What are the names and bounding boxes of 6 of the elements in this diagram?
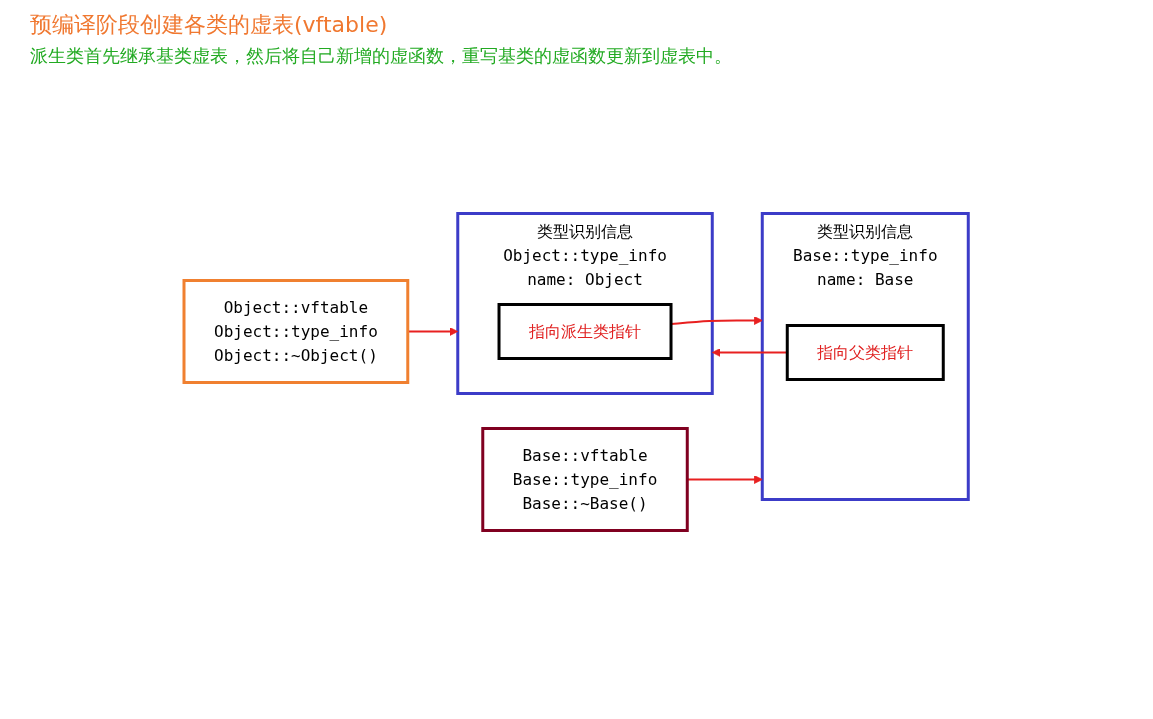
node-box: 指向派生类指针 bbox=[497, 303, 673, 360]
node-box: 指向父类指针 bbox=[786, 324, 946, 381]
node-box: Base::vftable Base::type_info Base::~Base() bbox=[481, 427, 690, 532]
node-box: Object::vftable Object::type_info Object::~Object() bbox=[182, 279, 410, 384]
note-text: 派生类首先继承基类虚表，然后将自己新增的虚函数，重写基类的虚函数更新到虚表中。 bbox=[30, 44, 732, 68]
diagram-title: 预编译阶段创建各类的虚表(vftable) bbox=[30, 11, 389, 39]
